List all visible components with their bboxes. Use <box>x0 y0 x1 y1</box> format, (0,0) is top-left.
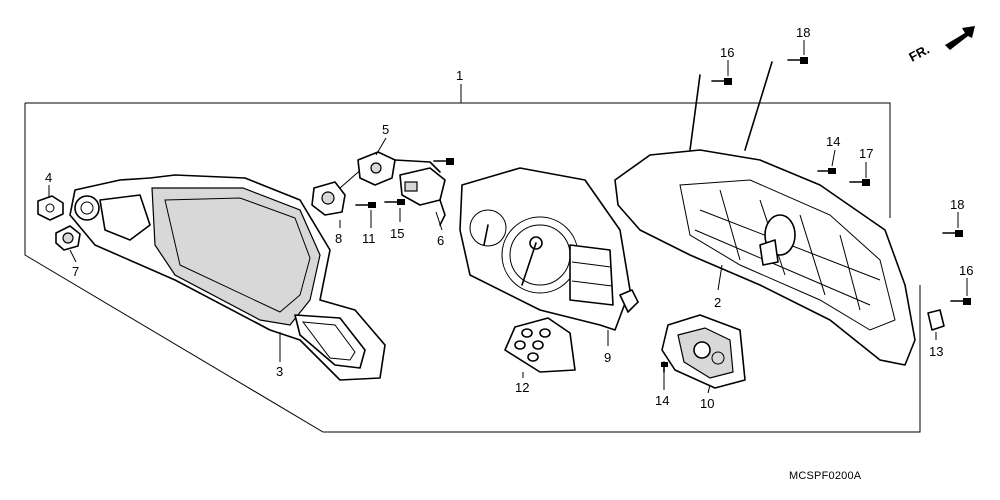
part-switch <box>357 151 441 186</box>
callout-13: 13 <box>929 344 943 359</box>
direction-label: FR. <box>906 42 932 65</box>
part-wire-harness <box>399 167 446 226</box>
callout-3: 3 <box>276 364 283 379</box>
part-screw-15 <box>384 199 405 205</box>
callout-7: 7 <box>72 264 79 279</box>
part-screw-16-upper <box>711 78 732 85</box>
callout-16-lower: 16 <box>959 263 973 278</box>
callout-17: 17 <box>859 146 873 161</box>
callout-15: 15 <box>390 226 404 241</box>
callout-8: 8 <box>335 231 342 246</box>
part-meter-case <box>69 174 386 381</box>
callout-6: 6 <box>437 233 444 248</box>
callout-9: 9 <box>604 350 611 365</box>
callout-2: 2 <box>714 295 721 310</box>
callout-18-lower: 18 <box>950 197 964 212</box>
callout-labels: 1 2 3 4 5 6 7 8 9 10 11 12 13 14 14 15 1… <box>45 25 973 411</box>
callout-16-upper: 16 <box>720 45 734 60</box>
callout-10: 10 <box>700 396 714 411</box>
part-socket <box>311 159 373 216</box>
diagram-code: MCSPF0200A <box>789 470 862 482</box>
part-screw-17 <box>849 179 870 186</box>
part-screw-18-lower <box>942 230 963 237</box>
callout-18-upper: 18 <box>796 25 810 40</box>
callout-1: 1 <box>456 68 463 83</box>
assembly-outline <box>24 84 921 433</box>
part-screw-18-upper <box>787 57 808 64</box>
callout-14-lower: 14 <box>655 393 669 408</box>
callout-14-upper: 14 <box>826 134 840 149</box>
part-sub-meter <box>661 314 746 389</box>
callout-4: 4 <box>45 170 52 185</box>
part-rear-case <box>614 61 916 366</box>
part-cap <box>927 309 945 331</box>
part-meter-panel <box>459 167 639 331</box>
part-screw-14-lower <box>661 361 668 373</box>
part-screw-11 <box>355 202 376 208</box>
leader-lines <box>48 40 968 394</box>
part-screw-16-lower <box>950 298 971 305</box>
part-screw-14-upper <box>817 168 836 174</box>
callout-11: 11 <box>362 231 376 246</box>
callout-5: 5 <box>382 122 389 137</box>
part-knob <box>55 225 81 251</box>
part-indicator-plate <box>504 317 576 373</box>
front-direction-arrow: FR. <box>906 26 975 65</box>
callout-12: 12 <box>515 380 529 395</box>
part-nut <box>37 195 64 221</box>
part-screw-5 <box>433 158 454 165</box>
